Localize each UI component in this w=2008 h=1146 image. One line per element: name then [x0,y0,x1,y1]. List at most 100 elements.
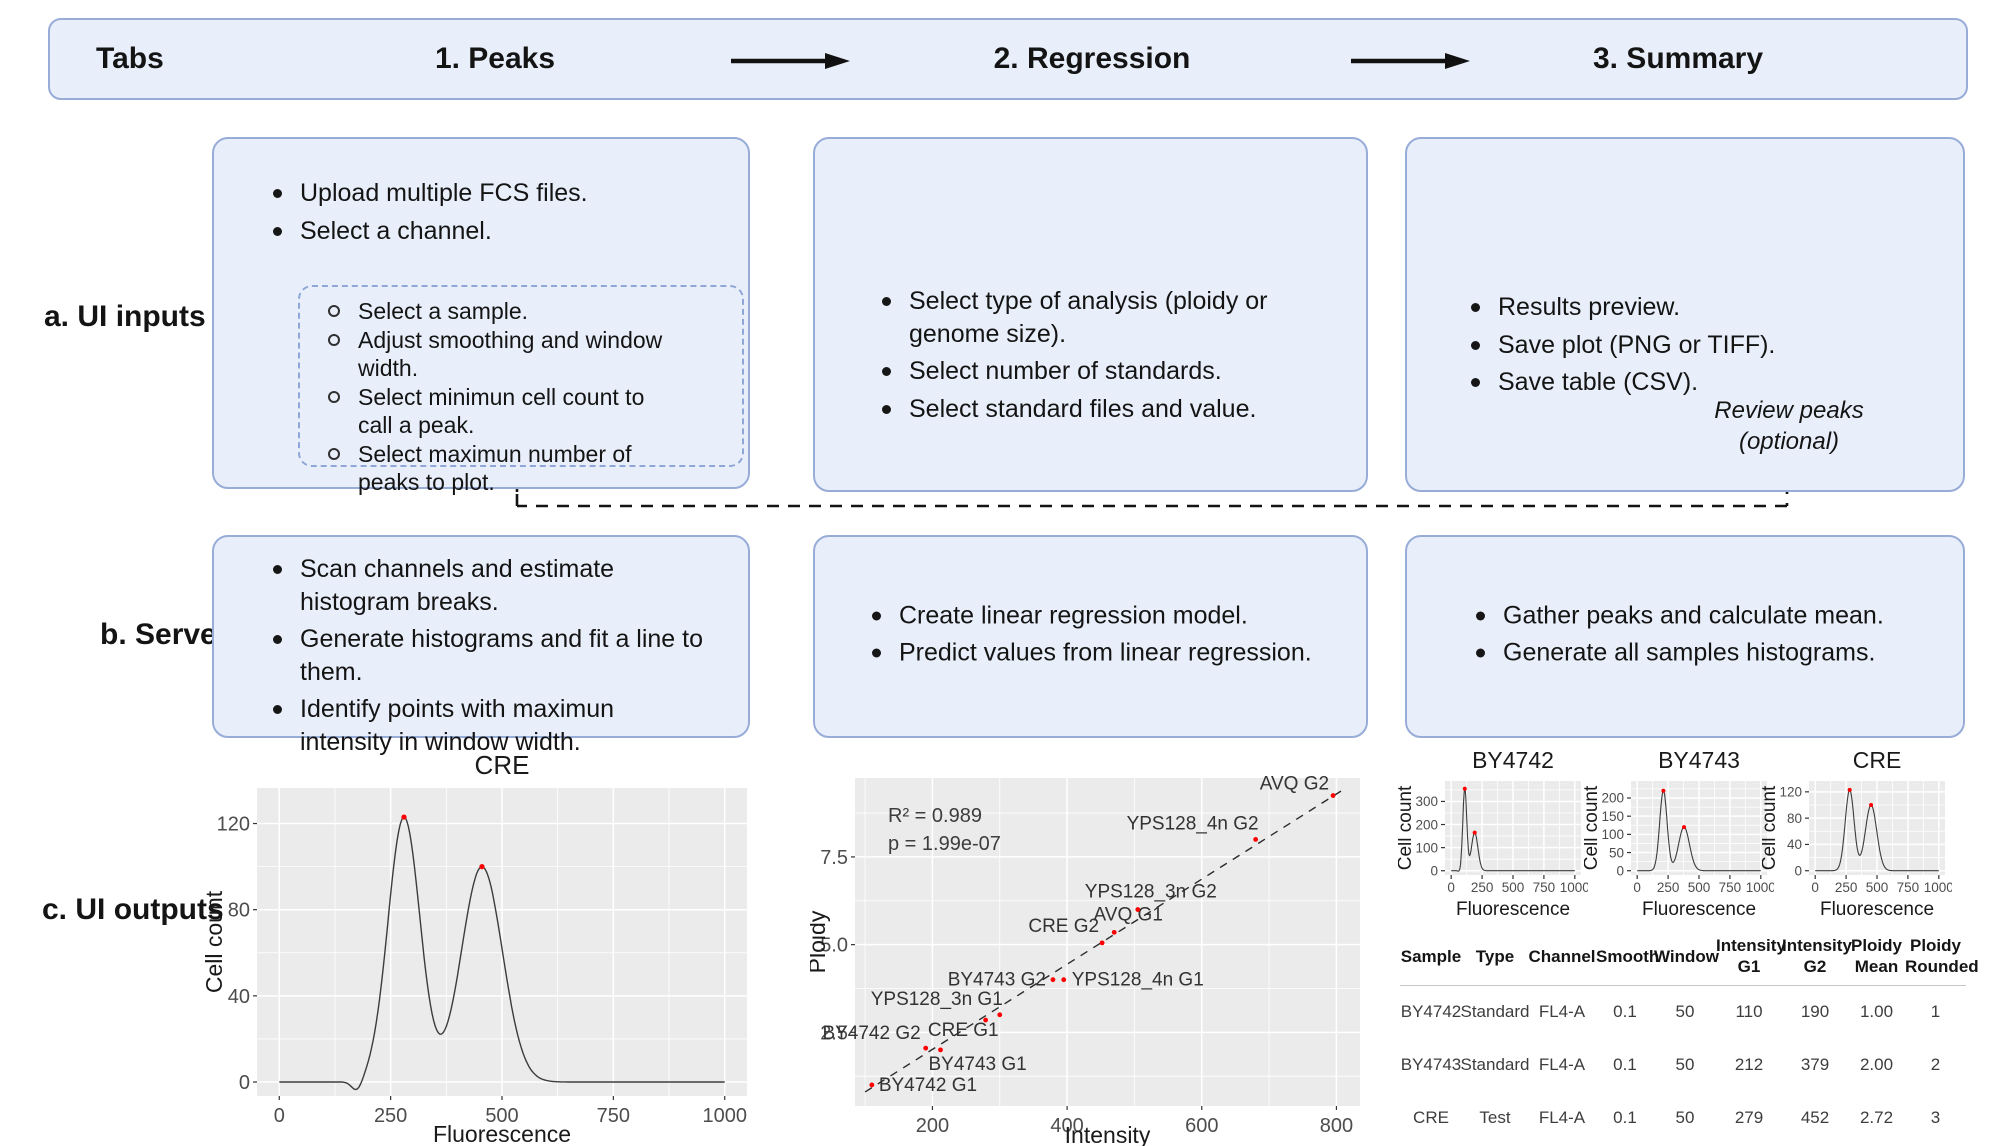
table-cell: 3 [1930,1108,1941,1127]
table-cell: 2.72 [1859,1108,1894,1127]
svg-text:50: 50 [1609,845,1624,860]
table-header-cell: Ploidy Mean [1850,936,1902,977]
point-label: BY4742 G2 [822,1023,920,1044]
ui-inputs-summary-box: Results preview. Save plot (PNG or TIFF)… [1405,137,1965,492]
bullet-item: Select number of standards. [873,355,1335,388]
svg-text:BY4743: BY4743 [1658,747,1740,773]
peak-marker [1472,830,1477,835]
bullet-item: Select maximun number of peaks to plot. [300,440,736,496]
svg-text:400: 400 [1050,1115,1083,1137]
flow-arrow-icon [1351,53,1470,69]
table-header-cell: Ploidy Rounded [1905,936,1979,977]
svg-text:750: 750 [1533,880,1556,895]
svg-text:1000: 1000 [1746,880,1774,895]
svg-text:500: 500 [1502,880,1525,895]
bullet-item: Generate all samples histograms. [1467,637,1947,670]
data-point [983,1017,989,1023]
table-cell: 0.1 [1613,1108,1637,1127]
bullet-item: Scan channels and estimate histogram bre… [264,553,734,618]
bullet-item: Gather peaks and calculate mean. [1467,599,1947,632]
bullet-item: Predict values from linear regression. [863,637,1353,670]
bullet-item: Save table (CSV). [1462,366,1932,399]
table-cell: 212 [1734,1055,1764,1074]
data-point [869,1082,875,1088]
table-cell: 50 [1675,1108,1695,1127]
svg-text:300: 300 [1415,794,1438,809]
point-label: YPS128_4n G1 [1072,970,1204,991]
tab-summary: 3. Summary [1592,42,1764,75]
svg-text:0: 0 [1811,880,1819,895]
svg-text:Fluorescence: Fluorescence [1820,899,1934,920]
tab-peaks: 1. Peaks [434,42,556,75]
data-point [1099,940,1105,946]
svg-text:Fluorescence: Fluorescence [1456,899,1570,920]
peak-options-dashed-box: Select a sample. Adjust smoothing and wi… [298,285,744,495]
table-cell: Test [1479,1108,1511,1127]
point-label: BY4743 G1 [929,1054,1027,1075]
table-cell: BY4742 [1400,1002,1462,1021]
ui-inputs-peaks-box: Upload multiple FCS files. Select a chan… [212,137,750,495]
svg-text:200: 200 [1415,817,1438,832]
svg-text:5.0: 5.0 [820,935,848,957]
point-label: AVQ G2 [1260,774,1329,795]
bullet-item: Generate histograms and fit a line to th… [264,623,734,688]
svg-text:CRE: CRE [475,750,530,780]
table-cell: 110 [1735,1002,1763,1021]
data-point [1111,929,1117,935]
svg-text:Cell count: Cell count [1398,785,1416,870]
stat-annotation: R² = 0.989 [888,805,982,827]
point-label: BY4742 G1 [879,1075,977,1096]
svg-text:1000: 1000 [1560,880,1588,895]
server-peaks-box: Scan channels and estimate histogram bre… [212,535,750,756]
svg-text:0: 0 [1794,863,1802,878]
server-summary-list: Gather peaks and calculate mean. Generat… [1467,599,1947,674]
svg-text:1000: 1000 [702,1105,747,1127]
data-point [923,1045,929,1051]
bullet-item: Save plot (PNG or TIFF). [1462,329,1932,362]
table-cell: FL4-A [1538,1108,1586,1127]
svg-text:Cell count: Cell count [205,890,227,993]
svg-text:Cell count: Cell count [1584,785,1602,870]
svg-text:Ploidy: Ploidy [810,910,830,973]
data-point [1253,836,1259,842]
data-point [1050,977,1056,983]
svg-text:500: 500 [1866,880,1889,895]
table-cell: 2 [1930,1055,1941,1074]
svg-text:80: 80 [1787,811,1802,826]
peak-marker [1869,802,1874,807]
table-cell: 452 [1800,1108,1830,1127]
svg-text:Intensity: Intensity [1065,1122,1151,1146]
data-point [997,1012,1003,1018]
data-point [1061,977,1067,983]
peak-marker [401,814,407,820]
svg-text:600: 600 [1185,1115,1218,1137]
svg-text:0: 0 [1616,863,1624,878]
server-summary-box: Gather peaks and calculate mean. Generat… [1405,535,1965,738]
review-peaks-note: Review peaks (optional) [1714,396,1864,456]
table-header-cell: Smooth [1596,946,1660,966]
density-curve [279,816,725,1091]
tabs-bar-label: Tabs [96,42,164,75]
bullet-item: Select minimun cell count to call a peak… [300,383,736,439]
svg-text:500: 500 [1688,880,1711,895]
point-label: YPS128_3n G1 [871,989,1003,1010]
svg-text:750: 750 [1897,880,1920,895]
point-label: AVQ G1 [1094,904,1163,925]
svg-text:750: 750 [1719,880,1742,895]
table-cell: CRE [1413,1108,1449,1127]
table-cell: 190 [1800,1002,1830,1021]
svg-text:750: 750 [597,1105,630,1127]
table-cell: Standard [1460,1055,1530,1074]
svg-text:0: 0 [239,1072,250,1094]
table-header-cell: Sample [1400,946,1462,966]
table-cell: FL4-A [1538,1002,1586,1021]
svg-text:BY4742: BY4742 [1472,747,1554,773]
table-header-cell: Intensity G1 [1716,936,1786,977]
server-peaks-list: Scan channels and estimate histogram bre… [264,553,734,763]
